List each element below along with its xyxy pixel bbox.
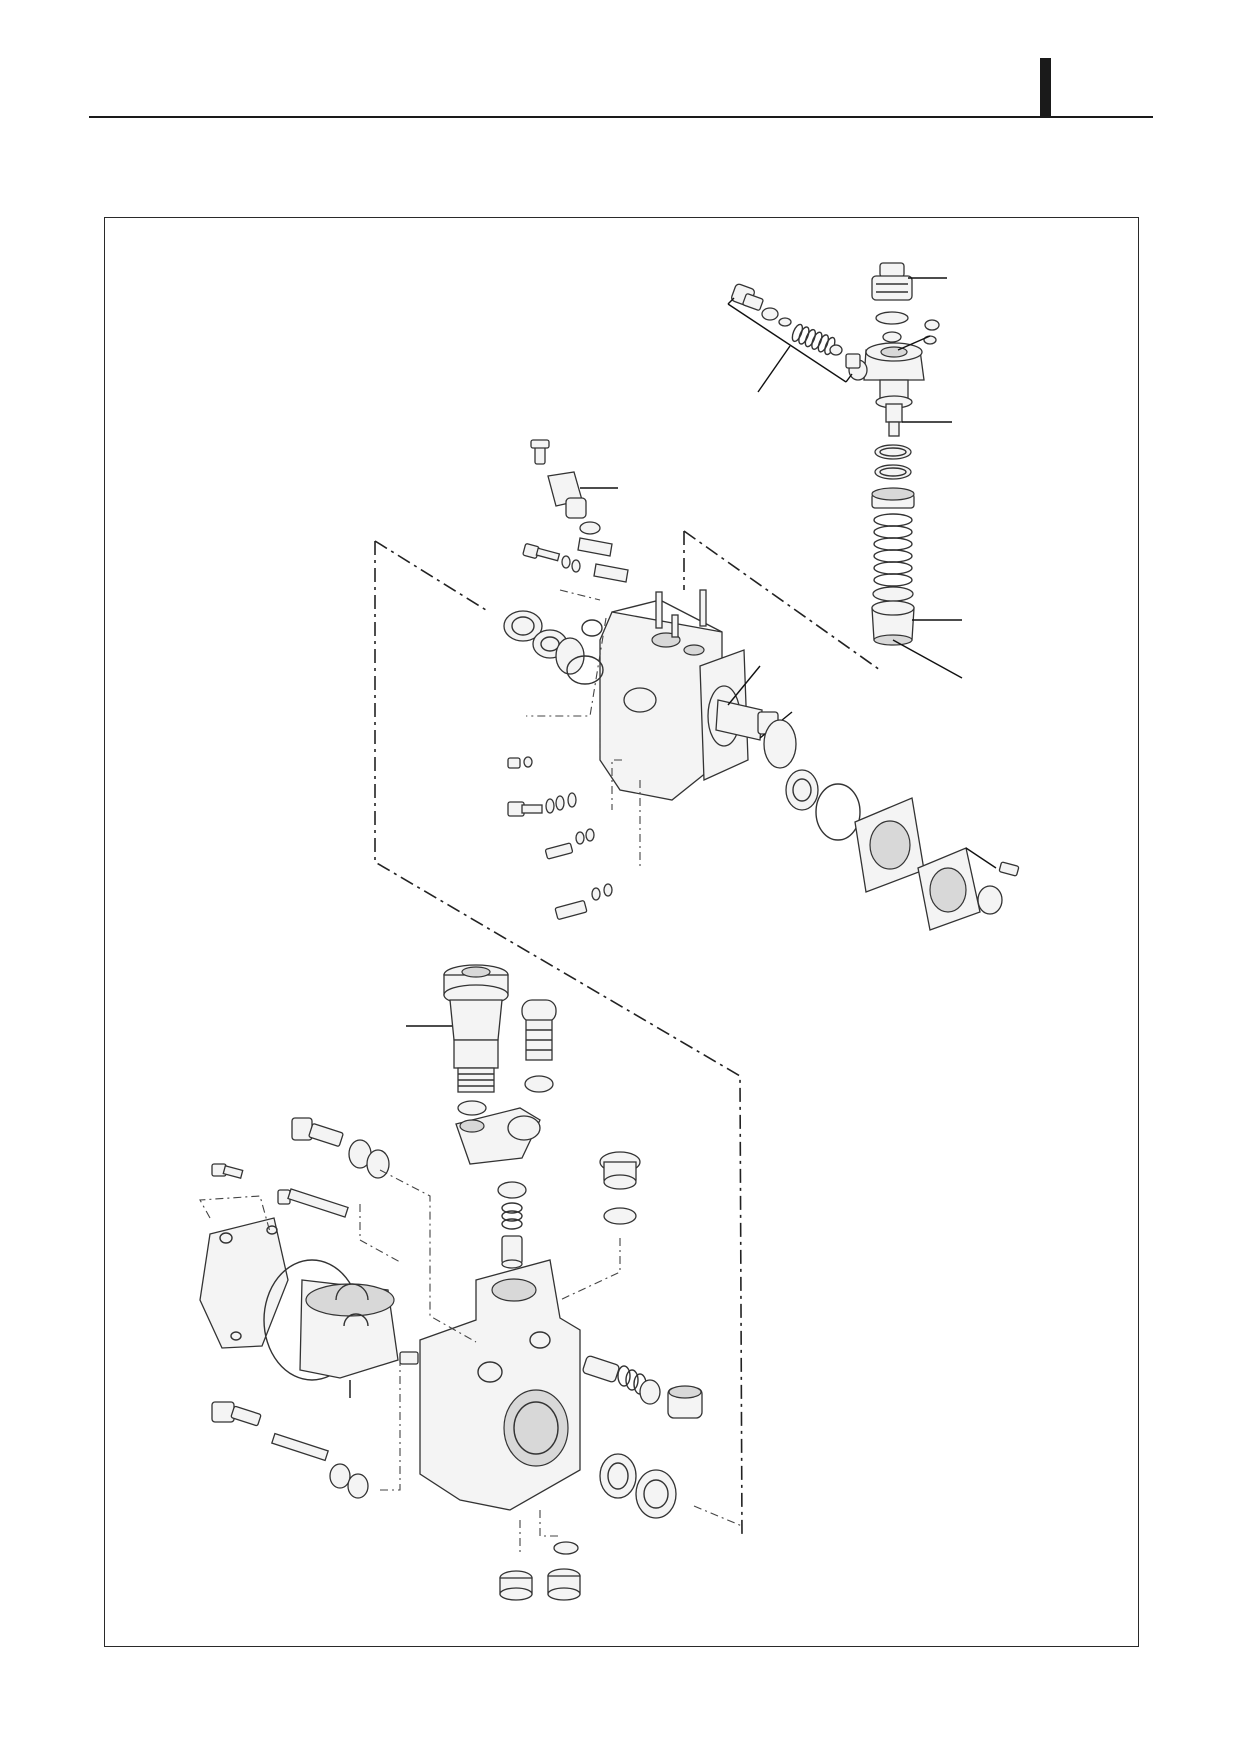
feed-pump-hand-primer [443, 964, 509, 1093]
valve-parts-row [731, 283, 861, 369]
overflow-valve [521, 999, 557, 1093]
cover-and-rotor [199, 1217, 419, 1381]
right-fitting-lower [582, 1355, 703, 1419]
feed-pump-body [419, 1259, 581, 1511]
figure-frame [104, 217, 1139, 1647]
plug-right [599, 1151, 641, 1225]
flange-group-right [763, 719, 1020, 931]
delivery-valve-stack [848, 262, 940, 646]
header-rule [89, 116, 1153, 118]
lower-left-screw [211, 1401, 369, 1499]
check-valve-stack [497, 1181, 527, 1269]
seals-lower-right [599, 1453, 677, 1519]
header-section-tab [1040, 58, 1051, 118]
plugs-bottom [499, 1541, 581, 1601]
inlet-banjo [455, 1100, 541, 1165]
seal-rings-left [503, 610, 657, 713]
bolts-left [507, 543, 613, 920]
sensor-fitting [530, 439, 629, 583]
left-bolts-lower [211, 1117, 390, 1218]
